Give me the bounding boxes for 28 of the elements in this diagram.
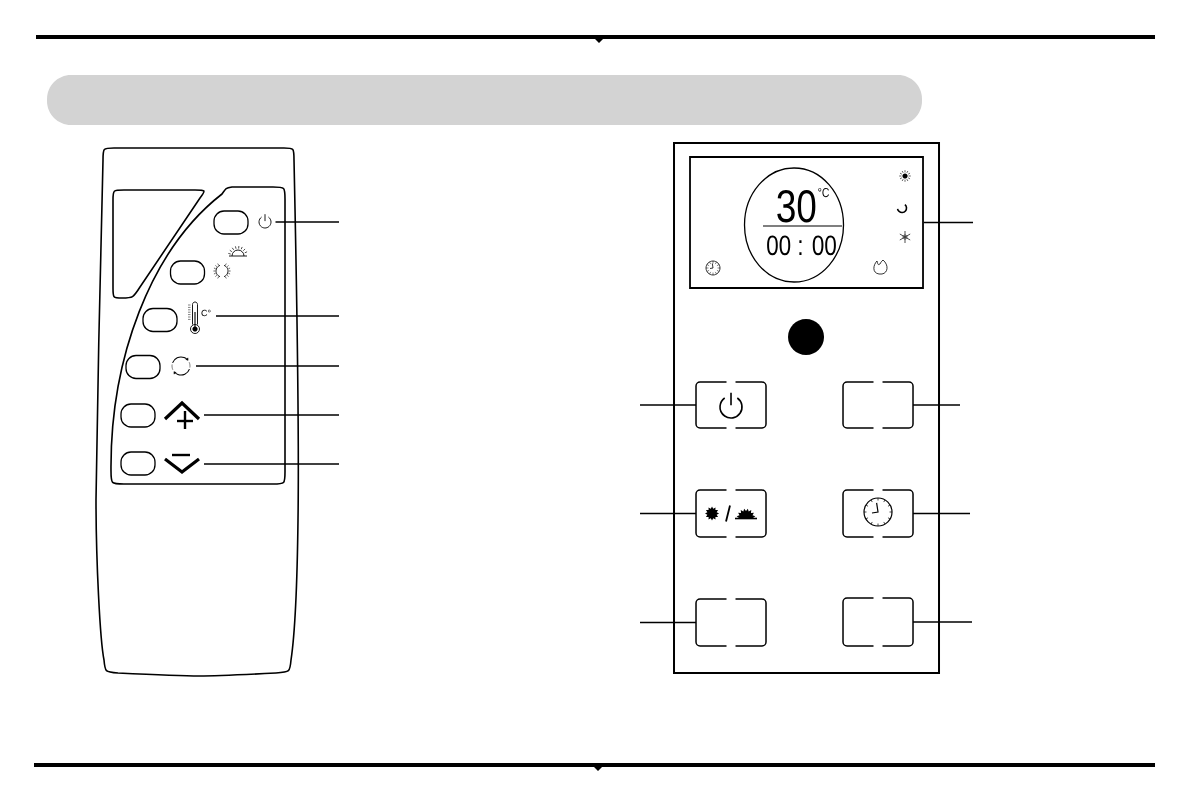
unit-readout: °C xyxy=(818,187,829,198)
leader-line xyxy=(639,404,697,406)
leader-line xyxy=(912,621,973,623)
leader-line xyxy=(923,221,974,224)
panel-button xyxy=(695,489,767,538)
temperature-readout: 30 xyxy=(777,189,816,223)
leader-line xyxy=(274,221,340,223)
fan-icon xyxy=(171,356,191,376)
time-readout: 00 : 00 xyxy=(767,235,836,256)
panel-button xyxy=(842,597,914,647)
leader-line xyxy=(639,512,697,515)
leader-line xyxy=(203,414,340,416)
title-banner xyxy=(47,75,922,125)
leader-line xyxy=(912,512,971,515)
panel-button xyxy=(842,489,914,538)
power-icon xyxy=(258,213,272,229)
plus-chevron-icon xyxy=(163,400,201,429)
panel-button xyxy=(695,381,767,429)
leader-line xyxy=(639,621,697,624)
display-screen xyxy=(689,156,924,289)
panel-button xyxy=(842,381,914,429)
leader-line xyxy=(203,463,340,465)
leader-line xyxy=(912,404,961,406)
unit-label: C° xyxy=(201,309,211,317)
minus-chevron-icon xyxy=(164,453,200,475)
leader-line xyxy=(195,365,340,367)
panel-button xyxy=(695,598,767,647)
leader-line xyxy=(215,315,340,317)
